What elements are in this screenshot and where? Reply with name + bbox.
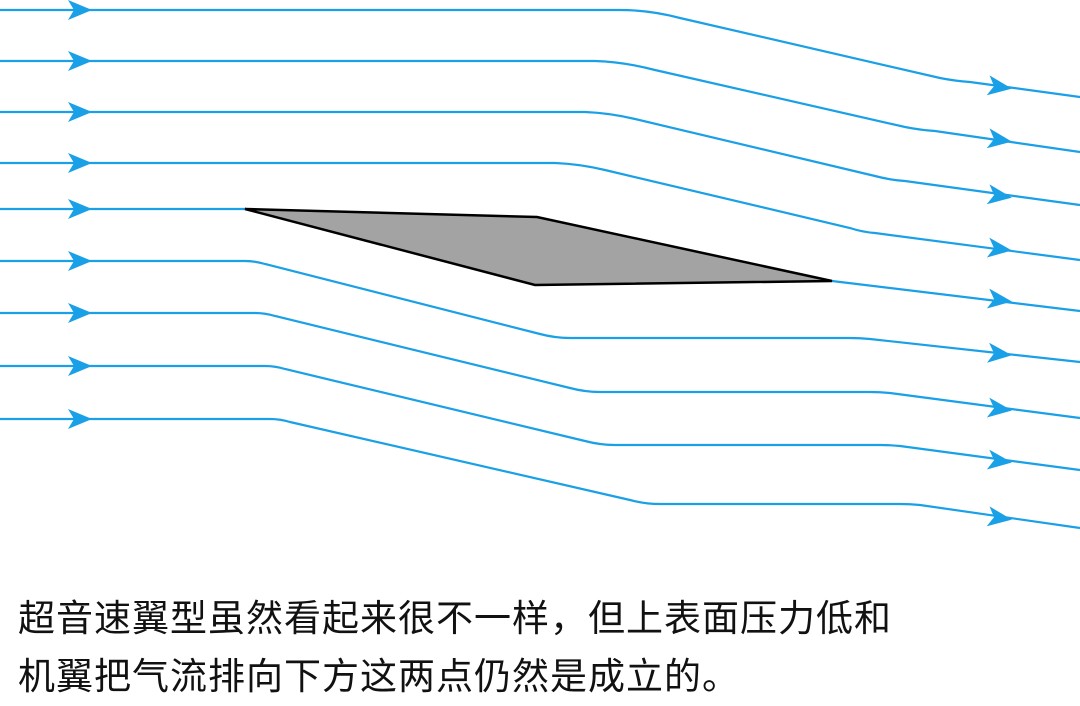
supersonic-airfoil-diagram	[0, 0, 1080, 530]
streamline-6	[0, 259, 1080, 364]
arrow-icon	[986, 288, 1012, 309]
streamline-2	[0, 59, 1080, 154]
arrow-icon	[68, 102, 92, 122]
caption-line-2: 机翼把气流排向下方这两点仍然是成立的。	[18, 655, 740, 698]
arrow-icon	[986, 237, 1012, 258]
arrow-icon	[68, 409, 92, 429]
streamline-4	[0, 161, 1080, 262]
streamlines-above	[0, 8, 1080, 313]
arrow-icon	[986, 184, 1012, 205]
arrow-icon	[68, 356, 92, 376]
arrow-icon	[986, 506, 1012, 527]
arrow-icon	[68, 51, 92, 71]
arrow-icon	[68, 251, 92, 271]
arrow-icon	[986, 128, 1012, 149]
streamline-8	[0, 364, 1080, 472]
streamline-5-trailing	[831, 279, 1080, 313]
caption-line-1: 超音速翼型虽然看起来很不一样，但上表面压力低和	[18, 597, 892, 640]
arrow-icon	[986, 75, 1012, 96]
streamlines-below	[0, 259, 1080, 530]
flow-arrows-inlet	[68, 0, 92, 429]
flow-arrows-outlet	[986, 75, 1012, 527]
arrow-icon	[68, 199, 92, 219]
arrow-icon	[68, 0, 92, 20]
arrow-icon	[986, 397, 1012, 418]
streamline-7	[0, 311, 1080, 420]
arrow-icon	[68, 303, 92, 323]
figure-caption: 超音速翼型虽然看起来很不一样，但上表面压力低和 机翼把气流排向下方这两点仍然是成…	[18, 590, 1068, 706]
supersonic-airfoil-shape	[244, 207, 833, 287]
streamline-9	[0, 417, 1080, 530]
streamline-3	[0, 110, 1080, 207]
streamline-1	[0, 8, 1080, 99]
arrow-icon	[68, 153, 92, 173]
arrow-icon	[987, 342, 1012, 363]
arrow-icon	[986, 449, 1012, 470]
